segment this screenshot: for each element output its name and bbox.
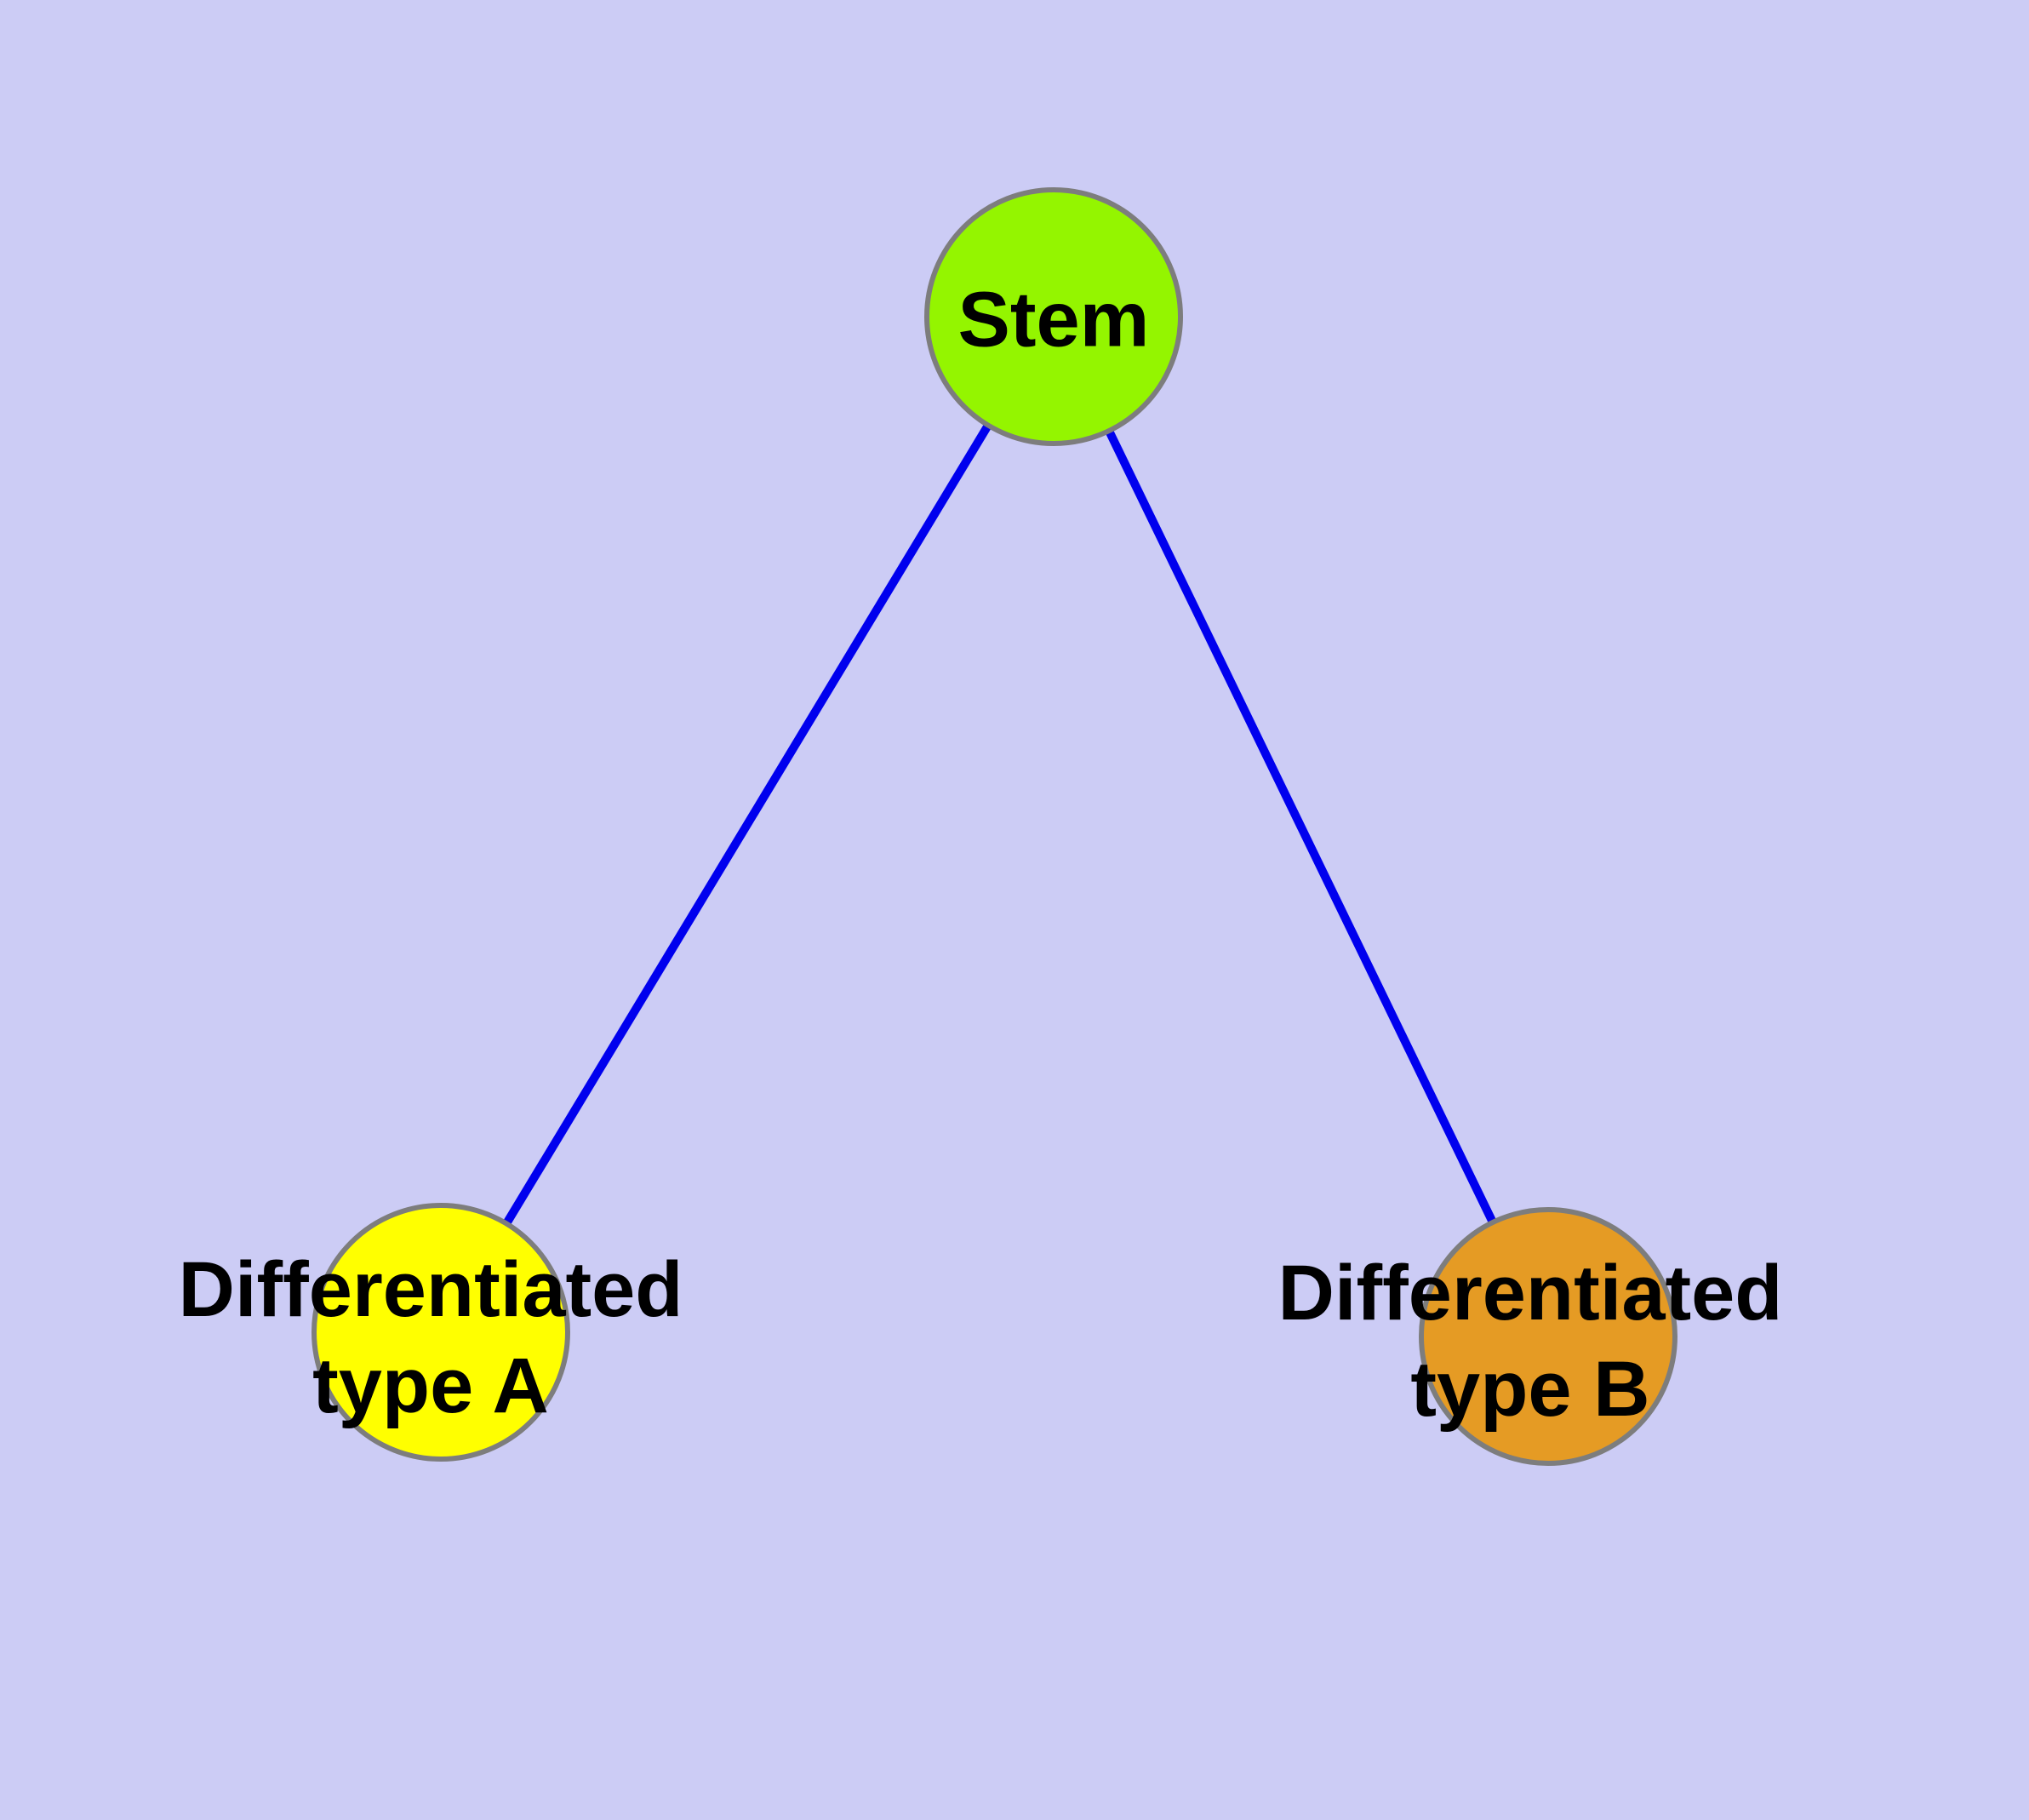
edge-stem-to-type-a [437,314,1058,1335]
edge-stem-to-type-b [1049,314,1552,1339]
node-differentiated-type-a[interactable] [311,1203,570,1462]
node-differentiated-type-b[interactable] [1419,1207,1677,1466]
node-stem[interactable] [924,187,1183,446]
